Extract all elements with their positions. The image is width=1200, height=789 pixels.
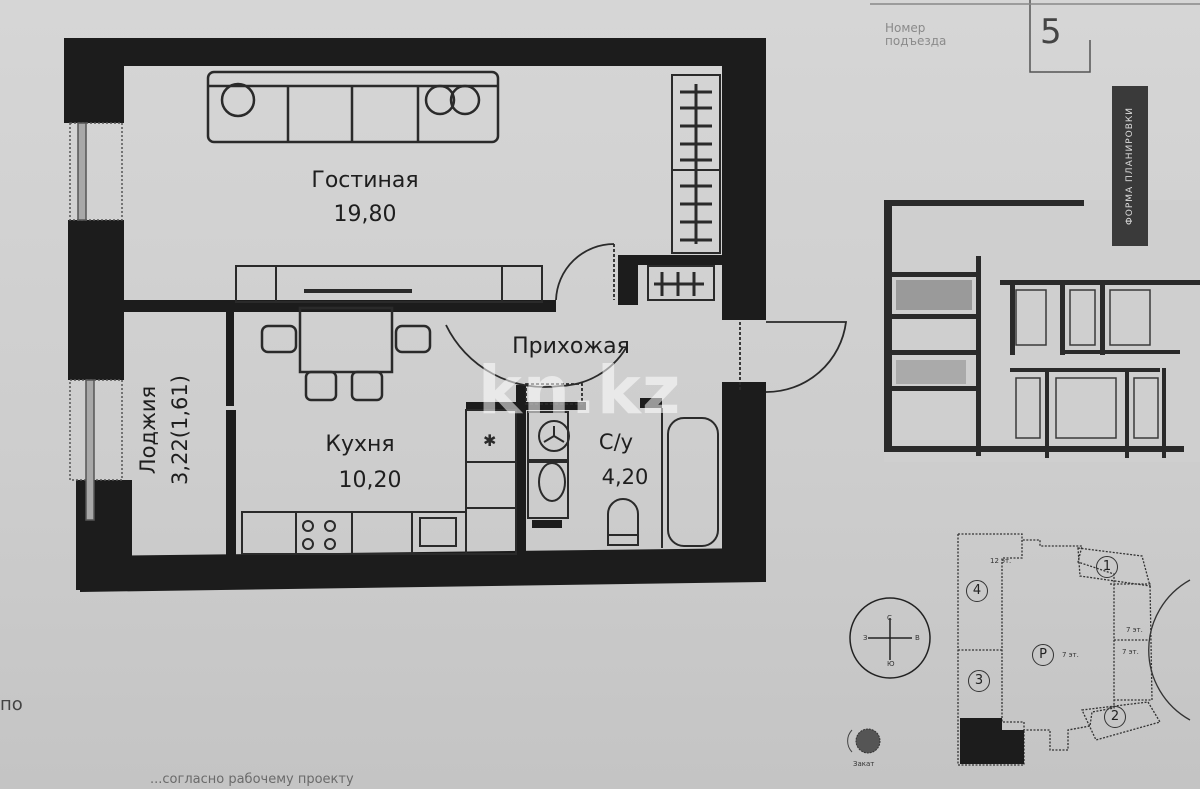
room-area-kitchen: 10,20: [338, 468, 402, 493]
entry-bench: [525, 383, 583, 405]
floor-tag-12: 12 эт.: [990, 557, 1012, 565]
compass-south: Ю: [887, 660, 895, 668]
compass-rose: [849, 597, 931, 679]
footer-note: ...согласно рабочему проекту: [150, 772, 354, 787]
floor-tag-7c: 7 эт.: [1062, 651, 1079, 659]
floor-tag-7b: 7 эт.: [1122, 648, 1139, 656]
windows: [69, 122, 123, 521]
wardrobe: [647, 74, 721, 301]
compass-north: С: [887, 614, 892, 622]
dining-set: [260, 306, 432, 402]
room-area-bathroom: 4,20: [601, 465, 649, 489]
entrance-number-box: [870, 0, 1200, 73]
watermark: kn.kz: [478, 352, 682, 429]
kitchen-counter: ✱: [241, 409, 517, 555]
parking-icon: P: [1032, 644, 1054, 666]
compass-west: З: [863, 634, 868, 642]
room-label-kitchen: Кухня: [325, 432, 395, 457]
entrance-number: 5: [1040, 12, 1062, 52]
block-number-3: 3: [968, 670, 990, 692]
room-label-loggia: Лоджия: [136, 385, 160, 475]
bathroom-fixtures: [527, 408, 719, 548]
sun-label: Закат: [853, 760, 875, 768]
apartment-walls: [64, 38, 766, 592]
doors: [445, 243, 848, 393]
room-label-bathroom: С/у: [598, 430, 634, 454]
room-label-hallway: Прихожая: [512, 334, 630, 359]
edge-text: по: [0, 694, 23, 715]
compass-east: В: [915, 634, 920, 642]
block-number-4: 4: [966, 580, 988, 602]
floor-tag-7a: 7 эт.: [1126, 626, 1143, 634]
current-block-marker: [960, 718, 1002, 764]
site-plan: [957, 533, 1191, 766]
block-number-1: 1: [1096, 556, 1118, 578]
svg-text:✱: ✱: [483, 431, 496, 450]
tv-stand: [235, 265, 543, 303]
sofa: [206, 70, 500, 144]
room-area-loggia: 3,22(1,61): [168, 375, 192, 485]
vertical-tag: ФОРМА ПЛАНИРОВКИ: [1112, 86, 1148, 246]
entrance-label: Номер подъезда: [885, 21, 947, 48]
sun-icon: [847, 728, 881, 754]
room-area-living: 19,80: [333, 202, 397, 227]
room-label-living: Гостиная: [311, 168, 419, 193]
building-floor-thumbnail: [884, 200, 1200, 462]
block-number-2: 2: [1104, 706, 1126, 728]
